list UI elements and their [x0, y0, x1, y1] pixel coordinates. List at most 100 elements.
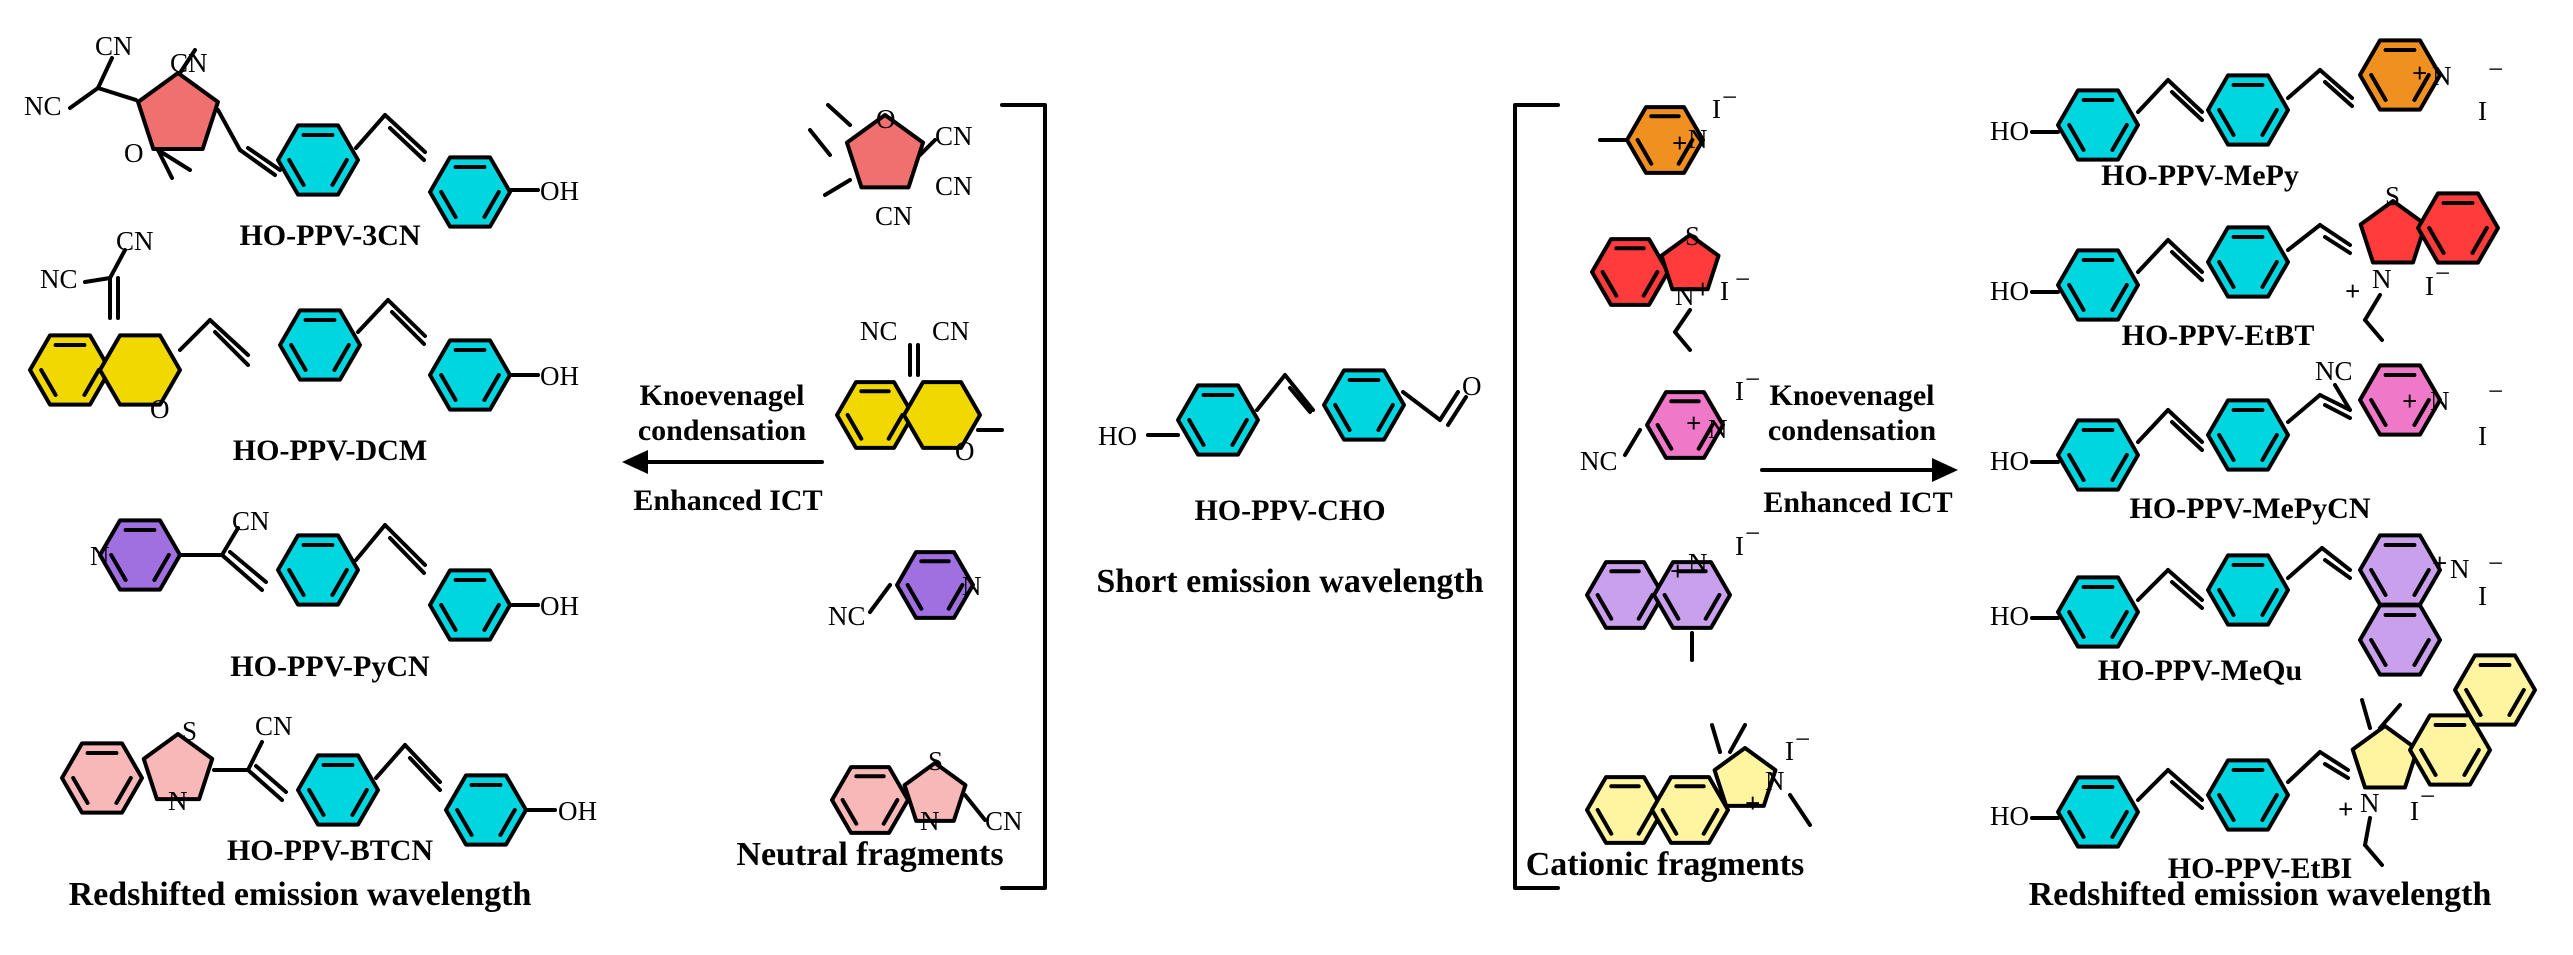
- left-caption: Redshifted emission wavelength: [69, 876, 532, 913]
- ring-double-bond: [2427, 226, 2446, 255]
- frag-s-atom: S: [1685, 221, 1700, 251]
- ring-double-bond: [2470, 226, 2489, 255]
- ring-double-bond: [2369, 73, 2388, 102]
- ring-double-bond: [2217, 588, 2236, 617]
- ring-shape: [1712, 746, 1778, 808]
- right-caption: Redshifted emission wavelength: [2029, 876, 2492, 913]
- iodide: I: [2478, 96, 2487, 126]
- benzo-ring: [2416, 191, 2500, 265]
- iodide: I: [2425, 271, 2434, 301]
- ring-double-bond: [2110, 283, 2129, 312]
- ring-double-bond: [455, 808, 474, 837]
- ring-double-bond: [71, 776, 90, 805]
- ring-b: [2206, 398, 2290, 472]
- nc-atom: NC: [2315, 356, 2353, 386]
- frag-cn-1: CN: [935, 121, 973, 151]
- cationic-fragment-mequ: +NI−: [1585, 518, 1760, 662]
- frag-n-atom: N: [920, 806, 940, 836]
- ring-b: [2206, 73, 2290, 147]
- ring-double-bond: [1655, 423, 1674, 451]
- ring-double-bond: [2217, 793, 2236, 822]
- ring-double-bond: [2110, 810, 2129, 839]
- ring-double-bond: [2260, 260, 2279, 289]
- ring-a: [276, 533, 360, 607]
- ring-double-bond: [2067, 123, 2086, 152]
- label-ho-ppv-mepycn: HO-PPV-MePyCN: [2129, 492, 2370, 525]
- ring-double-bond: [439, 603, 458, 632]
- frag-n-atom: N: [1765, 766, 1785, 796]
- frag-cn-atom: CN: [932, 316, 970, 346]
- frag-plus: +: [1745, 788, 1760, 818]
- frag-n-atom: N: [1688, 124, 1708, 154]
- ring-double-bond: [1636, 808, 1655, 836]
- frag-minus: −: [1745, 518, 1760, 548]
- ring-double-bond: [330, 158, 349, 187]
- ring-double-bond: [482, 603, 501, 632]
- cn-atom: CN: [232, 506, 270, 536]
- frag-nc-atom: NC: [1580, 446, 1618, 476]
- frag-benzo-ring: [830, 765, 910, 835]
- ring-double-bond: [1641, 270, 1660, 298]
- ring-double-bond: [1676, 138, 1695, 166]
- frag-benzo-ring: [1585, 560, 1665, 630]
- pyridine-n-atom: N: [90, 541, 110, 571]
- oh-atom: OH: [540, 591, 579, 621]
- cationic-fragments-title: Cationic fragments: [1526, 846, 1805, 883]
- center-aldehyde-o: O: [1462, 371, 1482, 401]
- ring-double-bond: [2369, 568, 2388, 597]
- ring-double-bond: [289, 343, 308, 372]
- iodide: I: [2478, 581, 2487, 611]
- label-ho-ppv-etbi: HO-PPV-EtBI: [2168, 852, 2352, 885]
- center-ring-1: [1176, 383, 1260, 457]
- frag-pyridinium-ring: [1645, 390, 1725, 460]
- cn-atom-1: CN: [95, 31, 133, 61]
- ring-a: [2056, 88, 2140, 162]
- ho-atom: HO: [1990, 601, 2029, 631]
- ring-double-bond: [886, 413, 905, 441]
- ring-double-bond: [114, 776, 133, 805]
- ring-double-bond: [482, 190, 501, 219]
- ring-double-bond: [2260, 433, 2279, 462]
- plus: +: [2432, 548, 2447, 578]
- ring-shape: [136, 71, 220, 151]
- frag-iodide: I: [1712, 94, 1721, 124]
- neutral-fragments-bracket: [1000, 103, 1047, 890]
- minus: −: [2420, 781, 2435, 811]
- ring-double-bond: [332, 343, 351, 372]
- ring-double-bond: [2217, 433, 2236, 462]
- ring-double-bond: [1376, 403, 1395, 432]
- label-ho-ppv-etbt: HO-PPV-EtBT: [2122, 319, 2315, 352]
- ring-double-bond: [2260, 793, 2279, 822]
- frag-minus: −: [1795, 724, 1810, 754]
- ring-double-bond: [2217, 108, 2236, 137]
- ring-shape: [98, 333, 182, 407]
- label-ho-ppv-dcm: HO-PPV-DCM: [233, 434, 427, 467]
- ring-double-bond: [2412, 568, 2431, 597]
- frag-iodide: I: [1735, 531, 1744, 561]
- ring-a: [2056, 575, 2140, 649]
- frag-pyridinium-ring: [1625, 105, 1705, 175]
- ring-double-bond: [1660, 808, 1679, 836]
- label-ho-ppv-mequ: HO-PPV-MeQu: [2098, 654, 2302, 687]
- nc-atom: NC: [40, 264, 78, 294]
- ring-double-bond: [1696, 423, 1715, 451]
- pyridine-ring: [98, 518, 182, 592]
- left-arrow-line2: condensation: [638, 414, 807, 447]
- neutral-fragment-pycn: NCN: [828, 550, 982, 631]
- ring-double-bond: [1635, 138, 1654, 166]
- pyridinium-ring: [2358, 363, 2442, 437]
- ring-double-bond: [2067, 610, 2086, 639]
- ring-double-bond: [2110, 453, 2129, 482]
- cationic-fragment-mepy: +NI−: [1598, 82, 1737, 175]
- frag-benzo-ring-b: [1650, 775, 1730, 845]
- ring-double-bond: [498, 808, 517, 837]
- ring-double-bond: [1662, 593, 1681, 621]
- ring-b: [2206, 758, 2290, 832]
- ring-double-bond: [1595, 593, 1614, 621]
